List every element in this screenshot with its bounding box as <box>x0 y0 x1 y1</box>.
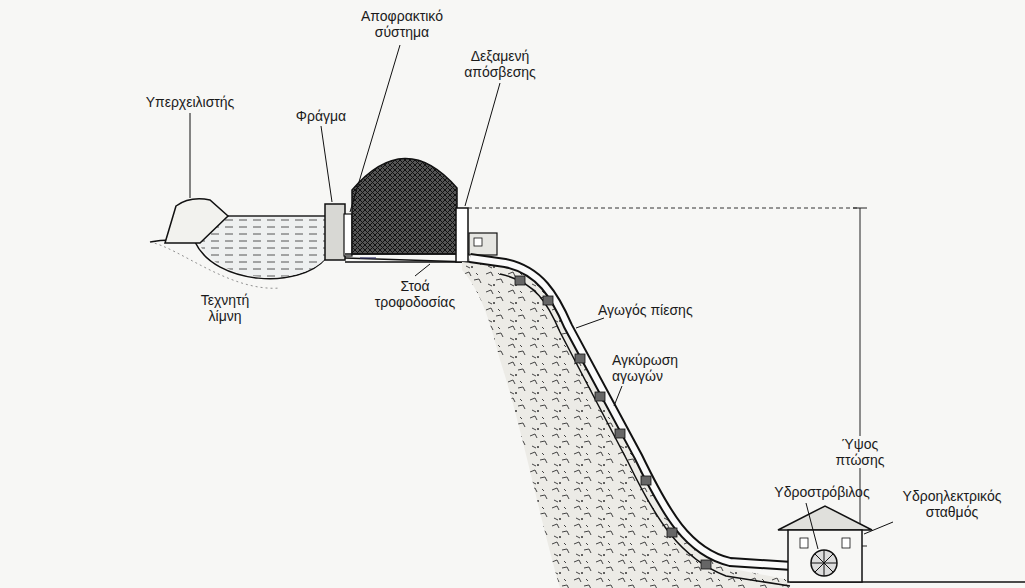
leader-lines <box>190 45 893 549</box>
pipe-anchors <box>515 276 711 569</box>
powerhouse-roof <box>778 506 872 530</box>
head-label: Ύψος πτώσης <box>828 436 892 468</box>
anchor-block <box>543 296 553 305</box>
gate-system <box>344 214 352 256</box>
anchor-block <box>595 392 605 401</box>
anchor-block <box>641 476 651 485</box>
powerhouse-wall <box>788 530 862 582</box>
anchor-block <box>575 354 585 363</box>
penstock-outer <box>470 258 792 566</box>
turbine-wheel <box>811 550 837 576</box>
window <box>842 538 850 548</box>
valve-house <box>469 233 497 255</box>
station-label: Υδροηλεκτρικός σταθμός <box>888 488 1016 520</box>
surge-tank-label: Δεξαμενή απόσβεσης <box>452 48 548 80</box>
anchor-block <box>701 560 711 569</box>
head-reference-line <box>468 208 860 209</box>
dam <box>325 204 345 260</box>
turbine-spokes <box>811 550 837 576</box>
penstock-label: Αγωγός πίεσης <box>598 302 718 318</box>
window <box>800 538 808 548</box>
dam-label: Φράγμα <box>286 108 356 124</box>
spillway-label: Υπερχειλιστής <box>140 94 240 110</box>
turbine-label: Υδροστρόβιλος <box>764 484 880 500</box>
lake-label: Τεχνητή λίμνη <box>188 292 262 324</box>
anchor-block <box>615 429 625 438</box>
slope-surface <box>500 274 790 586</box>
gate-label: Αποφρακτικό σύστημα <box>352 8 452 40</box>
ground-texture <box>150 242 280 288</box>
surge-tank <box>456 208 468 262</box>
valve-window <box>474 238 482 246</box>
penstock-inner <box>470 258 792 566</box>
hill <box>352 158 457 254</box>
tunnel-label: Στοά τροφοδοσίας <box>366 278 464 310</box>
anchor-block <box>515 276 525 285</box>
anchor-label: Αγκύρωση αγωγών <box>612 352 708 384</box>
spillway <box>165 199 228 243</box>
anchor-block <box>667 528 677 537</box>
feed-tunnel <box>345 254 470 262</box>
flow-mark <box>360 257 376 258</box>
